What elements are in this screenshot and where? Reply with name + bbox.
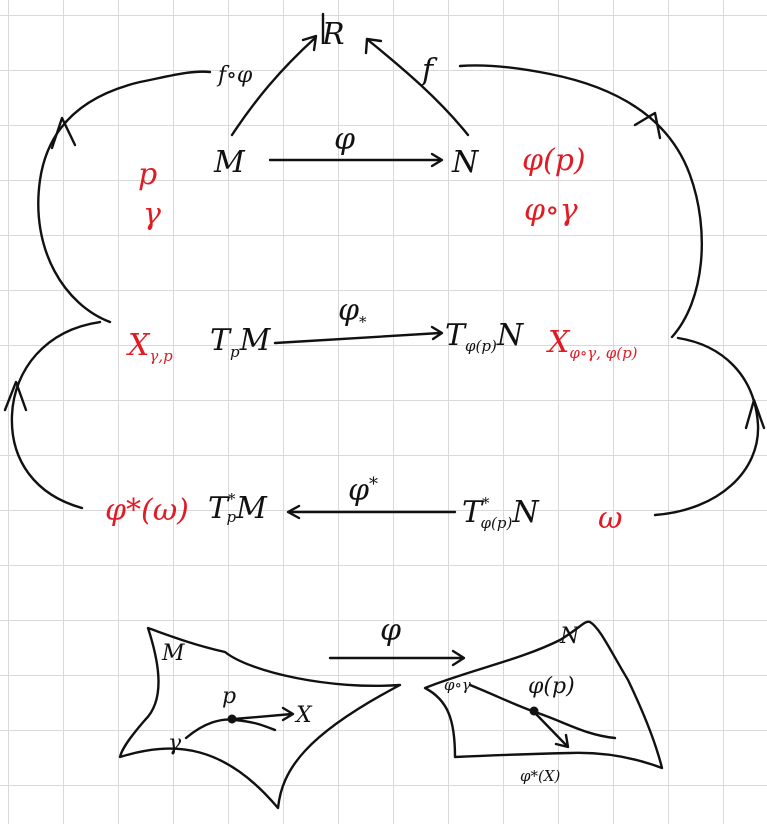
manifold-M-shape xyxy=(118,626,402,810)
label-phi-lower-star: φ* xyxy=(338,293,367,331)
label-N: N xyxy=(451,145,480,180)
arrow-pushforward xyxy=(273,331,442,345)
arrow-M-to-R xyxy=(230,36,317,137)
loop-right-upper xyxy=(458,64,703,339)
loop-right-lower xyxy=(653,336,760,517)
label-f-compose-phi: f∘φ xyxy=(216,63,253,88)
point-p xyxy=(227,714,237,724)
sketch-label-gamma: γ xyxy=(168,731,182,756)
loop-left-lower-arrowhead xyxy=(3,380,28,412)
label-pullback-omega: φ*(ω) xyxy=(105,493,189,528)
sketch-label-N: N xyxy=(559,624,580,649)
vector-X-arrowhead xyxy=(281,706,295,722)
sketch-label-M: M xyxy=(161,641,185,666)
label-f: f xyxy=(420,53,438,88)
vector-phi-star-X-arrowhead xyxy=(554,733,570,749)
arrow-N-to-R xyxy=(366,38,470,137)
arrowhead-pushforward xyxy=(430,325,444,341)
label-phi-p: φ(p) xyxy=(522,143,586,178)
vector-X xyxy=(232,712,294,721)
sketch-label-phi-star-X: φ*(X) xyxy=(520,767,561,785)
label-R: R xyxy=(321,17,345,52)
label-phi-upper-star: φ* xyxy=(348,473,378,508)
vector-phi-star-X xyxy=(533,711,569,748)
sketch-label-phi: φ xyxy=(380,613,401,648)
label-TphistarN: T*φ(p)N xyxy=(462,494,540,532)
sketch-label-phi-p: φ(p) xyxy=(528,674,575,699)
arrowhead-M-to-N xyxy=(430,152,444,168)
label-phi-compose-gamma: φ∘γ xyxy=(524,193,578,228)
label-TphiN: Tφ(p)N xyxy=(445,318,525,355)
manifold-N-shape xyxy=(423,620,664,770)
loop-right-lower-arrowhead xyxy=(744,398,766,430)
loop-right-upper-arrowhead xyxy=(633,111,662,140)
label-omega: ω xyxy=(598,501,622,536)
label-phi: φ xyxy=(334,122,355,157)
sketch-label-phi-gamma: φ∘γ xyxy=(444,676,471,694)
sketch-label-X: X xyxy=(294,703,313,728)
sketch-label-p: p xyxy=(222,684,236,709)
label-TpM: TpM xyxy=(210,323,272,361)
label-X-phi-gamma: Xφ∘γ, φ(p) xyxy=(546,325,638,362)
loop-left-lower xyxy=(10,320,102,510)
sketch-arrow-phi-arrowhead xyxy=(451,649,466,667)
label-p: p xyxy=(138,157,157,192)
loop-left-upper-arrowhead xyxy=(50,116,77,150)
arrowhead-M-to-R xyxy=(301,34,318,52)
arrowhead-N-to-R xyxy=(364,37,383,55)
label-TpstarM: T*pM xyxy=(208,490,268,526)
arrowhead-pullback xyxy=(286,504,301,520)
label-gamma: γ xyxy=(143,197,161,232)
label-M: M xyxy=(213,145,246,180)
loop-left-upper xyxy=(37,70,212,324)
label-X-gamma-p: Xγ,p xyxy=(126,328,173,365)
